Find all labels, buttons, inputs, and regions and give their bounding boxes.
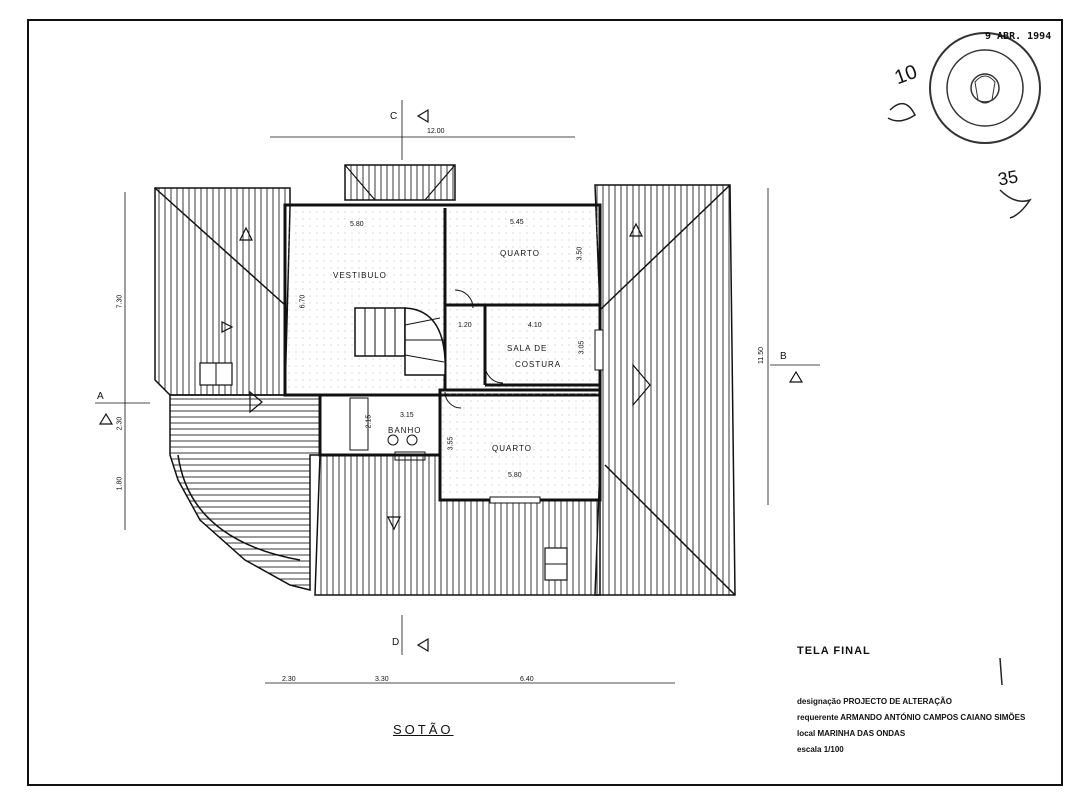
- dim-top-total: 12.00: [427, 128, 445, 135]
- designation: designação PROJECTO DE ALTERAÇÃO: [797, 697, 952, 706]
- section-markers: [98, 108, 804, 653]
- municipal-seal: [929, 32, 1041, 144]
- slope-markers: [221, 222, 651, 531]
- roof-right: [594, 184, 736, 596]
- dim-quarto-w: 5.45: [510, 219, 524, 226]
- scale: escala 1/100: [797, 745, 844, 754]
- dim-quarto-h: 3.50: [576, 246, 584, 261]
- dim-left-3: 1.80: [116, 476, 124, 491]
- dim-bottom-2: 3.30: [375, 676, 389, 683]
- dim-quarto2-h: 3.55: [447, 436, 455, 451]
- room-label-sewing-1: SALA DE: [507, 344, 548, 353]
- dim-vestibule-h: 6.70: [299, 294, 307, 309]
- section-label-a: A: [97, 391, 104, 402]
- drawing-status: TELA FINAL: [797, 645, 871, 657]
- stamp-date: 9 ABR. 1994: [985, 31, 1052, 42]
- dim-bottom-3: 6.40: [520, 676, 534, 683]
- room-label-bath: BANHO: [388, 426, 422, 435]
- roof-left-lower: [169, 394, 321, 591]
- roof-left: [154, 187, 291, 396]
- dim-sewing-h: 3.05: [578, 340, 586, 355]
- sheet-border: [27, 19, 1063, 786]
- dim-quarto2-w: 5.80: [508, 472, 522, 479]
- handwritten-marks: [887, 102, 1032, 686]
- room-label-bedroom-top: QUARTO: [500, 249, 540, 258]
- room-label-sewing-2: COSTURA: [515, 360, 562, 369]
- dim-bottom-1: 2.30: [282, 676, 296, 683]
- dimension-lines: [95, 100, 820, 684]
- applicant: requerente ARMANDO ANTÓNIO CAMPOS CAIANO…: [797, 713, 1026, 722]
- section-label-c: C: [390, 111, 398, 122]
- dim-right-total: 11.50: [758, 347, 765, 364]
- dim-left-1: 7.30: [116, 294, 124, 309]
- dim-sewing-w: 4.10: [528, 322, 542, 329]
- door-swings: [444, 289, 504, 409]
- roof-top-dormer: [344, 164, 456, 201]
- dim-bath-h: 2.15: [365, 414, 373, 429]
- dim-vestibule-w: 5.80: [350, 221, 364, 228]
- location: local MARINHA DAS ONDAS: [797, 729, 906, 738]
- interior-walls: [283, 203, 602, 502]
- room-label-bedroom-bottom: QUARTO: [492, 444, 532, 453]
- windows: [199, 329, 604, 581]
- plan-title: SOTÃO: [393, 722, 454, 737]
- dim-left-2: 2.30: [116, 416, 124, 431]
- section-label-d: D: [392, 637, 400, 648]
- staircase: [354, 307, 446, 376]
- handwritten-mark-2: 35: [996, 166, 1020, 190]
- section-label-b: B: [780, 351, 787, 362]
- room-label-vestibule: VESTIBULO: [333, 271, 387, 280]
- dim-hall-w: 1.20: [458, 322, 472, 329]
- dim-bath-w: 3.15: [400, 412, 414, 419]
- bath-fixtures: [349, 397, 426, 461]
